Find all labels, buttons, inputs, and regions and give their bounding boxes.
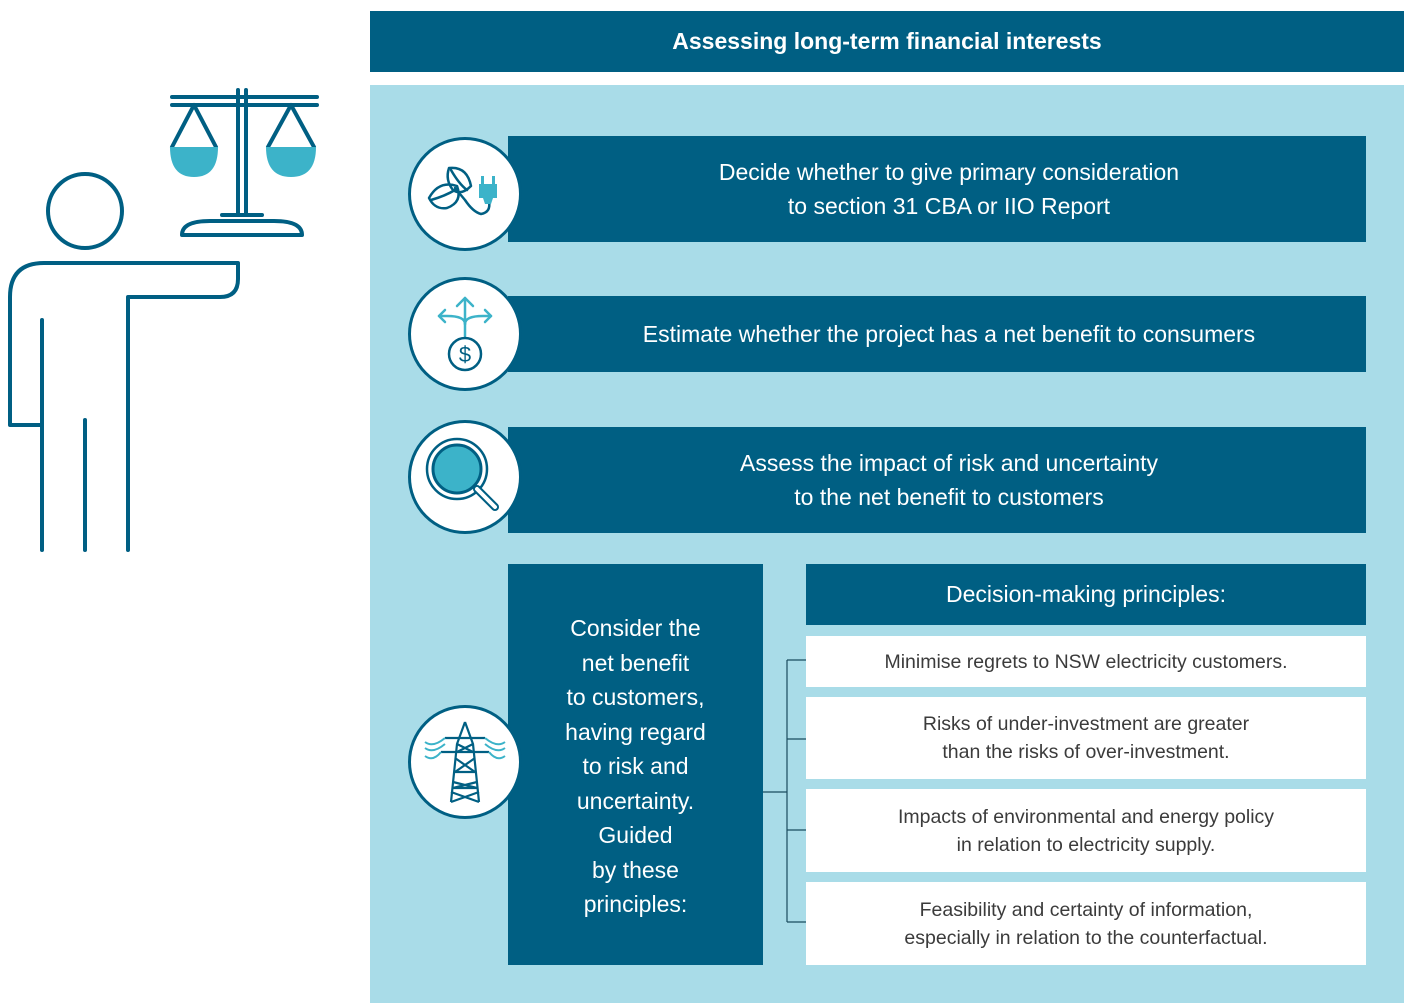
principle-item: Minimise regrets to NSW electricity cust… <box>806 636 1366 687</box>
svg-text:$: $ <box>459 342 471 367</box>
consider-line: uncertainty. <box>576 787 695 814</box>
principles-title: Decision-making principles: <box>806 564 1366 625</box>
principle-line: especially in relation to the counterfac… <box>904 926 1268 949</box>
consider-line: net benefit <box>581 649 690 676</box>
principle-line: Minimise regrets to NSW electricity cust… <box>884 650 1288 673</box>
step-estimate: Estimate whether the project has a net b… <box>508 296 1366 372</box>
consider-line: by these <box>592 856 679 883</box>
step-text-line: Decide whether to give primary considera… <box>718 159 1180 185</box>
consider-net-benefit-box: Consider the net benefit to customers, h… <box>508 564 763 965</box>
magnifier-icon <box>408 420 522 534</box>
transmission-tower-icon <box>408 705 522 819</box>
dollar-arrows-icon: $ <box>408 277 522 391</box>
step-assess: Assess the impact of risk and uncertaint… <box>508 427 1366 533</box>
consider-line: to customers, <box>566 684 705 710</box>
consider-line: Guided <box>598 822 673 848</box>
principle-item: Impacts of environmental and energy poli… <box>806 789 1366 872</box>
principle-item: Risks of under-investment are greater th… <box>806 697 1366 779</box>
step-text-line: Assess the impact of risk and uncertaint… <box>739 450 1159 476</box>
principle-line: Risks of under-investment are greater <box>922 713 1250 735</box>
principle-line: in relation to electricity supply. <box>956 833 1216 856</box>
principle-line: Feasibility and certainty of information… <box>919 898 1253 921</box>
principle-line: Impacts of environmental and energy poli… <box>897 805 1275 828</box>
step-text-line: Estimate whether the project has a net b… <box>642 321 1256 347</box>
step-text-line: to the net benefit to customers <box>794 484 1104 510</box>
step-decide: Decide whether to give primary considera… <box>508 136 1366 242</box>
step-text-line: to section 31 CBA or IIO Report <box>787 193 1111 219</box>
leaf-plug-icon <box>408 137 522 251</box>
consider-line: having regard <box>565 718 706 745</box>
consider-line: to risk and <box>582 753 689 779</box>
page-title: Assessing long-term financial interests <box>370 11 1404 72</box>
principle-item: Feasibility and certainty of information… <box>806 882 1366 965</box>
consider-line: Consider the <box>570 615 701 641</box>
bracket-connector <box>763 659 807 923</box>
person-scales-icon <box>8 88 319 552</box>
person-scales-illustration <box>0 85 330 560</box>
consider-line: principles: <box>583 891 688 917</box>
principle-line: than the risks of over-investment. <box>942 741 1230 763</box>
